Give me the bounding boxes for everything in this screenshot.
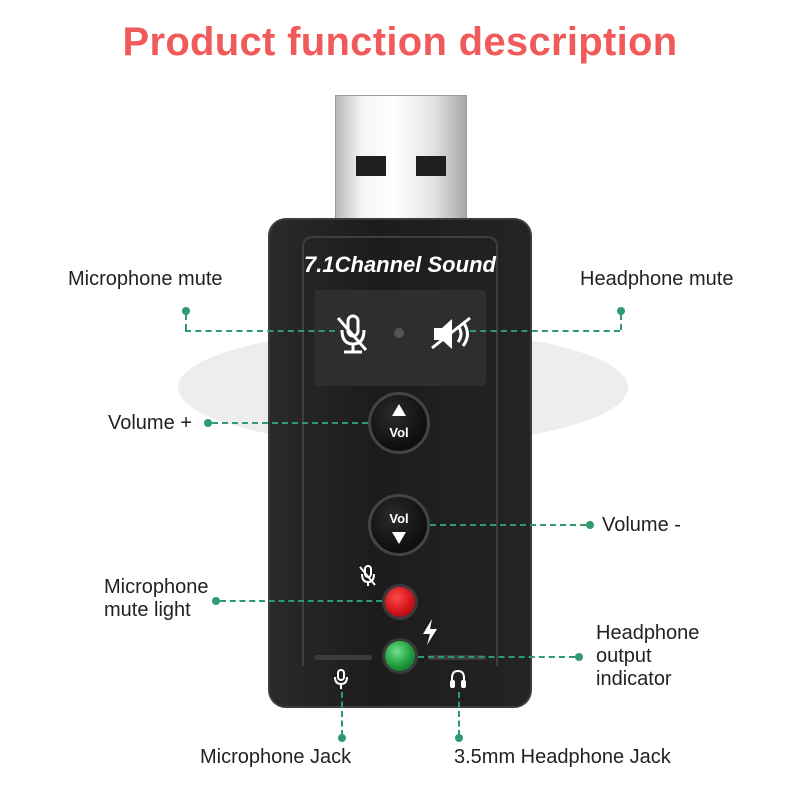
leader-line xyxy=(212,422,368,424)
volume-down-label: Vol xyxy=(389,511,409,526)
leader-line xyxy=(220,600,382,602)
label-microphone-mute: Microphone mute xyxy=(68,268,223,290)
mic-mute-icon[interactable] xyxy=(334,312,374,356)
leader-line xyxy=(185,330,335,332)
device-panel-outline xyxy=(302,236,498,666)
label-line: mute light xyxy=(104,599,191,621)
triangle-up-icon xyxy=(392,404,406,416)
speaker-mute-icon[interactable] xyxy=(430,314,476,354)
label-microphone-jack: Microphone Jack xyxy=(200,746,352,768)
leader-dot xyxy=(617,307,625,315)
lightning-icon xyxy=(423,619,437,645)
mic-mute-led xyxy=(382,584,418,620)
leader-dot xyxy=(212,597,220,605)
headphone-output-led xyxy=(382,638,418,674)
label-headphone-indicator: Headphone output indicator xyxy=(596,622,699,691)
leader-line xyxy=(185,314,187,330)
label-line: output xyxy=(596,645,652,667)
leader-dot xyxy=(455,734,463,742)
label-headphone-mute: Headphone mute xyxy=(580,268,734,290)
device-label: 7.1Channel Sound xyxy=(304,252,496,277)
label-line: indicator xyxy=(596,668,672,690)
leader-line xyxy=(418,656,575,658)
leader-dot xyxy=(182,307,190,315)
leader-dot xyxy=(204,419,212,427)
leader-line xyxy=(620,314,622,330)
label-headphone-jack: 3.5mm Headphone Jack xyxy=(454,746,671,768)
label-line: Headphone xyxy=(596,622,700,644)
triangle-down-icon xyxy=(392,532,406,544)
status-pinhole xyxy=(394,328,404,338)
volume-up-label: Vol xyxy=(389,425,409,440)
headphone-icon xyxy=(450,669,466,688)
usb-contact-hole xyxy=(416,156,446,176)
leader-line xyxy=(341,692,343,736)
label-mic-mute-light: Microphone mute light xyxy=(104,576,209,622)
label-volume-down: Volume - xyxy=(602,514,681,536)
label-volume-up: Volume + xyxy=(108,412,192,434)
leader-dot xyxy=(586,521,594,529)
leader-line xyxy=(470,330,620,332)
leader-line xyxy=(458,692,460,736)
volume-up-button[interactable]: Vol xyxy=(368,392,430,454)
leader-dot xyxy=(338,734,346,742)
label-line: Microphone xyxy=(104,576,209,598)
leader-dot xyxy=(575,653,583,661)
usb-contact-hole xyxy=(356,156,386,176)
mic-mute-icon xyxy=(359,565,376,586)
leader-line xyxy=(430,524,586,526)
volume-down-button[interactable]: Vol xyxy=(368,494,430,556)
mute-icon-panel xyxy=(314,290,486,386)
mic-icon xyxy=(334,669,348,689)
mic-jack-slot xyxy=(314,655,372,660)
page-title: Product function description xyxy=(122,20,678,64)
